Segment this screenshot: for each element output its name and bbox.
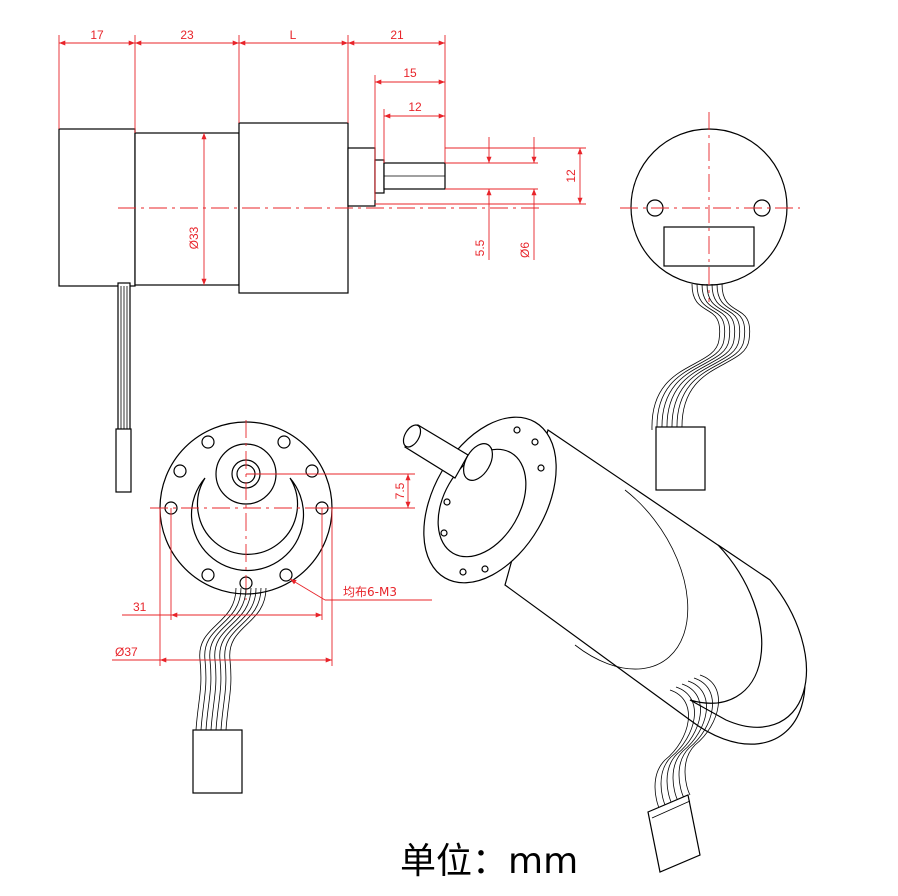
dim-12-height-label: 12 bbox=[564, 169, 578, 183]
dim-21-label: 21 bbox=[390, 28, 404, 42]
front-hole bbox=[277, 435, 291, 449]
rear-view bbox=[620, 112, 800, 491]
dim-37-label: Ø37 bbox=[115, 645, 138, 659]
front-hole bbox=[305, 464, 319, 478]
shaft-boss bbox=[347, 147, 376, 207]
motor-body bbox=[134, 132, 240, 286]
front-cable bbox=[195, 587, 267, 731]
encoder-housing bbox=[58, 128, 136, 287]
side-connector bbox=[115, 428, 132, 493]
iso-hole bbox=[537, 464, 545, 472]
shaft-collar bbox=[374, 159, 385, 194]
holes-note-label: 均布6-M3 bbox=[343, 585, 397, 599]
dim-17-label: 17 bbox=[90, 28, 104, 42]
iso-connector bbox=[647, 794, 701, 873]
dim-33-label: Ø33 bbox=[187, 226, 201, 249]
dim-15-label: 15 bbox=[403, 66, 417, 80]
dim-12-shaft-label: 12 bbox=[408, 100, 422, 114]
side-view: 17 23 L 21 15 12 12 5.5 Ø6 Ø33 bbox=[58, 28, 586, 493]
dim-6-label: Ø6 bbox=[518, 242, 532, 258]
dim-23-label: 23 bbox=[180, 28, 194, 42]
dim-L-label: L bbox=[290, 28, 297, 42]
front-hole bbox=[173, 464, 187, 478]
unit-label: 单位：mm bbox=[400, 841, 579, 882]
iso-cable bbox=[654, 674, 719, 811]
iso-boss bbox=[462, 443, 494, 481]
front-connector bbox=[192, 729, 243, 794]
front-crescent bbox=[190, 477, 305, 571]
iso-flange-inner bbox=[437, 448, 527, 558]
front-hole bbox=[279, 568, 293, 582]
dim-5-5-label: 5.5 bbox=[473, 239, 487, 256]
dim-31-label: 31 bbox=[133, 600, 147, 614]
rear-connector bbox=[655, 426, 706, 491]
iso-hole bbox=[481, 565, 489, 573]
iso-motor-body bbox=[689, 544, 807, 728]
isometric-view bbox=[402, 416, 807, 873]
iso-hole bbox=[531, 438, 539, 446]
front-hole bbox=[201, 568, 215, 582]
dim-7-5-label: 7.5 bbox=[393, 482, 407, 499]
iso-hole bbox=[440, 529, 448, 537]
front-view: 7.5 31 Ø37 均布6-M3 bbox=[112, 420, 432, 794]
iso-hole bbox=[513, 426, 521, 434]
iso-hole bbox=[459, 568, 467, 576]
iso-hole bbox=[443, 498, 451, 506]
rear-cable bbox=[651, 283, 751, 431]
front-hole bbox=[201, 435, 215, 449]
